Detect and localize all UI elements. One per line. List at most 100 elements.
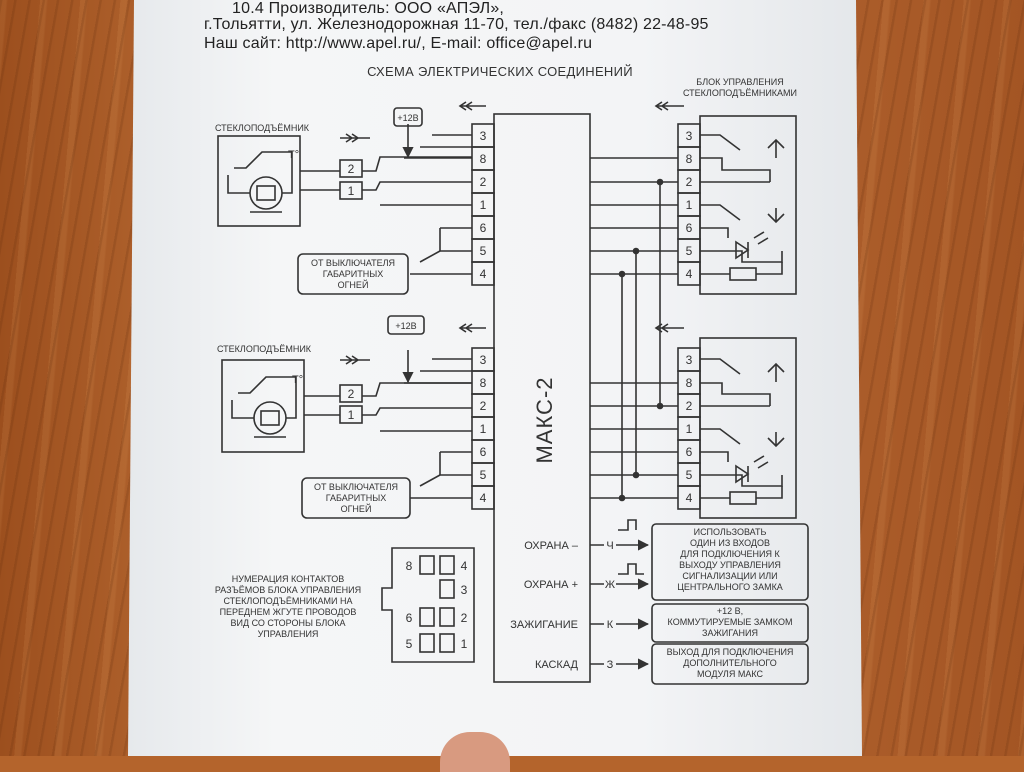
pin-label: 6 — [480, 445, 487, 459]
window-lifter-upper — [217, 101, 495, 286]
control-block-lower-frame — [699, 337, 797, 519]
lights-switch-box-lower — [301, 477, 411, 519]
note-guard-text: ОДИН ИЗ ВХОДОВ — [690, 538, 770, 548]
connector-pin-number: 6 — [406, 611, 413, 625]
connector-pin-number: 5 — [406, 637, 413, 651]
control-block-label-1: БЛОК УПРАВЛЕНИЯ — [696, 77, 783, 87]
wire-color-code: З — [607, 659, 614, 671]
connector-note-text: ПЕРЕДНЕМ ЖГУТЕ ПРОВОДОВ — [220, 607, 357, 617]
pin-label: 8 — [480, 152, 487, 166]
motor-upper-pin-2 — [339, 159, 363, 178]
connector-note-text: СТЕКЛОПОДЪЁМНИКАМИ НА — [223, 596, 352, 606]
control-block-upper — [590, 115, 797, 295]
window-down-arrow-upper — [767, 208, 785, 224]
pin-label: 6 — [480, 221, 487, 235]
pin-label: 2 — [480, 175, 487, 189]
plus12v-upper-box — [393, 107, 423, 127]
motor-lower-icon — [253, 401, 287, 435]
header-manufacturer: 10.4 Производитель: ООО «АПЭЛ», — [232, 0, 505, 17]
window-lifter-lower — [221, 315, 495, 510]
connector-pin-number: 8 — [406, 559, 413, 573]
output-label: ЗАЖИГАНИЕ — [510, 619, 578, 631]
pulse-positive-icon — [618, 563, 644, 575]
pin-label: 1 — [480, 198, 487, 212]
temp-symbol-upper: T° — [288, 149, 299, 161]
pin-label: 3 — [686, 353, 693, 367]
pin-label: 1 — [686, 198, 693, 212]
connector-outline — [381, 547, 475, 663]
pin-label: 6 — [686, 445, 693, 459]
note-guard-text: ИСПОЛЬЗОВАТЬ — [694, 527, 767, 537]
central-unit-name: МАКС-2 — [532, 376, 557, 463]
output-label: ОХРАНА + — [524, 579, 578, 591]
lights-switch-text: ОТ ВЫКЛЮЧАТЕЛЯ — [311, 258, 395, 268]
lights-switch-text: ОГНЕЙ — [341, 503, 372, 514]
connector-pin-number: 2 — [461, 611, 468, 625]
output-label: ОХРАНА – — [524, 540, 579, 552]
pin-label: 2 — [686, 175, 693, 189]
pin-label: 1 — [480, 422, 487, 436]
pin-label: 8 — [480, 376, 487, 390]
header-address: г.Тольятти, ул. Железнодорожная 11-70, т… — [204, 16, 709, 33]
note-ignition-box — [651, 603, 809, 643]
temp-symbol-lower: T° — [292, 374, 303, 386]
note-ignition-text: КОММУТИРУЕМЫЕ ЗАМКОМ — [668, 617, 793, 627]
lifter-upper-frame — [217, 135, 301, 227]
note-cascade-text: МОДУЛЯ МАКС — [697, 669, 763, 679]
wiring-diagram: СХЕМА ЭЛЕКТРИЧЕСКИХ СОЕДИНЕНИЙ БЛОК УПРА… — [215, 64, 809, 685]
note-cascade-box — [651, 643, 809, 685]
note-guard-text: ЦЕНТРАЛЬНОГО ЗАМКА — [677, 582, 783, 592]
pin-label: 4 — [480, 491, 487, 505]
connector-note-text: НУМЕРАЦИЯ КОНТАКТОВ — [232, 574, 344, 584]
pin-label: 4 — [686, 267, 693, 281]
lights-switch-text: ОГНЕЙ — [338, 279, 369, 290]
note-guard-text: СИГНАЛИЗАЦИИ ИЛИ — [682, 571, 777, 581]
note-guard-box — [651, 523, 809, 601]
motor-pin-label: 1 — [348, 184, 355, 198]
lights-switch-box-upper — [297, 253, 409, 295]
output-label: КАСКАД — [535, 659, 579, 671]
diagram-title: СХЕМА ЭЛЕКТРИЧЕСКИХ СОЕДИНЕНИЙ — [367, 64, 633, 79]
connector-note-text: ВИД СО СТОРОНЫ БЛОКА — [231, 618, 346, 628]
note-ignition-text: ЗАЖИГАНИЯ — [702, 628, 758, 638]
control-block-label-2: СТЕКЛОПОДЪЁМНИКАМИ — [683, 88, 797, 98]
pin-label: 1 — [686, 422, 693, 436]
plus12v-lower-box — [387, 315, 425, 335]
lights-switch-text: ГАБАРИТНЫХ — [323, 269, 383, 279]
pin-label: 5 — [480, 468, 487, 482]
window-down-arrow-lower — [767, 432, 785, 448]
connector-pin-number: 3 — [461, 583, 468, 597]
header-website: Наш сайт: http://www.apel.ru/, E-mail: o… — [204, 35, 593, 52]
wire-color-code: Ч — [606, 540, 613, 552]
pin-label: 2 — [686, 399, 693, 413]
pin-label: 4 — [480, 267, 487, 281]
note-guard-text: ВЫХОДУ УПРАВЛЕНИЯ — [679, 560, 781, 570]
connector-note-text: УПРАВЛЕНИЯ — [258, 629, 319, 639]
note-guard-text: ДЛЯ ПОДКЛЮЧЕНИЯ К — [680, 549, 780, 559]
lifter-lower-frame — [221, 359, 305, 453]
window-up-arrow-upper — [767, 138, 785, 158]
pin-label: 3 — [480, 353, 487, 367]
connector-pin-number: 1 — [461, 637, 468, 651]
motor-upper-icon — [249, 176, 283, 210]
window-lifter-label-upper: СТЕКЛОПОДЪЁМНИК — [215, 123, 310, 133]
motor-pin-label: 2 — [348, 162, 355, 176]
connector-pinout — [381, 547, 475, 663]
pin-label: 3 — [480, 129, 487, 143]
plus12v-upper: +12В — [397, 113, 418, 123]
pin-label: 5 — [686, 244, 693, 258]
window-up-arrow-lower — [767, 362, 785, 382]
pin-label: 2 — [480, 399, 487, 413]
window-lifter-label-lower: СТЕКЛОПОДЪЁМНИК — [217, 344, 312, 354]
pulse-negative-icon — [618, 519, 637, 531]
motor-lower-pin-2 — [339, 384, 363, 403]
connector-note-text: РАЗЪЁМОВ БЛОКА УПРАВЛЕНИЯ — [215, 585, 361, 595]
motor-pin-label: 2 — [348, 387, 355, 401]
pin-label: 6 — [686, 221, 693, 235]
plus12v-lower: +12В — [395, 321, 416, 331]
pin-label: 8 — [686, 152, 693, 166]
control-block-lower — [590, 337, 797, 519]
lights-switch-text: ОТ ВЫКЛЮЧАТЕЛЯ — [314, 482, 398, 492]
pin-label: 5 — [480, 244, 487, 258]
instruction-sheet — [128, 0, 862, 756]
